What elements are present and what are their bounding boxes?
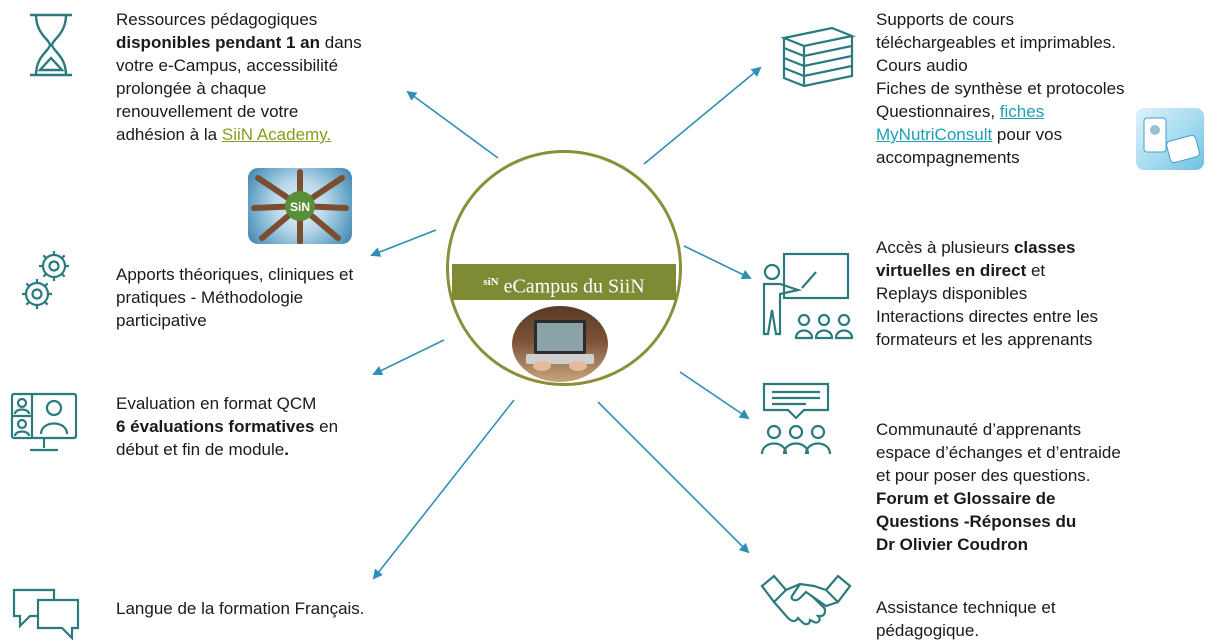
ecampus-banner-text: eCampus du SiiN [503, 275, 645, 298]
supports-line-5-pre: Questionnaires, [876, 102, 1000, 121]
supports-line-1: Supports de cours [876, 10, 1014, 29]
communaute-line-4: Forum et Glossaire de [876, 487, 1121, 510]
resources-line-6: adhésion à la SiiN Academy. [116, 123, 362, 146]
evaluation-line-3-dot: . [284, 440, 289, 459]
communaute-line-4-bold: Forum et Glossaire de [876, 489, 1056, 508]
assistance-text: Assistance technique et pédagogique. [876, 596, 1056, 642]
classes-text: Accès à plusieurs classes virtuelles en … [876, 236, 1098, 351]
books-icon [780, 26, 856, 88]
langue-line-1: Langue de la formation Français. [116, 599, 365, 618]
communaute-line-6-bold: Dr Olivier Coudron [876, 535, 1029, 554]
communaute-line-5: Questions -Réponses du [876, 510, 1121, 533]
resources-line-5: renouvellement de votre [116, 102, 299, 121]
mynutriconsult-thumbnail [1136, 108, 1204, 170]
communaute-line-6: Dr Olivier Coudron [876, 533, 1121, 556]
resources-line-6-pre: adhésion à la [116, 125, 222, 144]
classes-line-2-bold: virtuelles en direct [876, 261, 1027, 280]
app-illustration [1143, 117, 1200, 164]
resources-line-2-bold: disponibles pendant 1 an [116, 33, 321, 52]
chat-bubbles-icon [12, 588, 80, 640]
assistance-line-1: Assistance technique et [876, 598, 1056, 617]
classes-line-4: Interactions directes entre les [876, 307, 1099, 326]
classes-line-2: virtuelles en direct et [876, 259, 1098, 282]
teacher-class-icon [762, 252, 854, 340]
arrow-classes [683, 245, 752, 280]
arrow-communaute [679, 371, 750, 420]
evaluation-line-3: début et fin de module. [116, 438, 338, 461]
arrow-supports [643, 66, 762, 165]
evaluation-line-3-text: début et fin de module [116, 440, 285, 459]
supports-line-5: Questionnaires, fiches [876, 100, 1125, 123]
evaluation-text: Evaluation en format QCM 6 évaluations f… [116, 392, 338, 461]
supports-line-4: Fiches de synthèse et protocoles [876, 79, 1125, 98]
arrow-assistance [597, 401, 750, 554]
evaluation-line-2-rest: en [314, 417, 339, 436]
supports-line-3: Cours audio [876, 56, 968, 75]
hourglass-icon [30, 13, 72, 77]
community-icon [760, 382, 832, 455]
arrow-evaluation [372, 339, 445, 376]
langue-text: Langue de la formation Français. [116, 597, 365, 620]
supports-line-6-rest: pour vos [992, 125, 1063, 144]
assistance-line-2: pédagogique. [876, 621, 980, 640]
ecampus-banner-logo: siN [483, 276, 499, 288]
hands-circle-illustration: SiN [251, 169, 349, 244]
supports-line-7: accompagnements [876, 148, 1020, 167]
mynutriconsult-link[interactable]: MyNutriConsult [876, 125, 993, 144]
arrow-langue [372, 399, 515, 580]
fiches-link[interactable]: fiches [999, 102, 1045, 121]
arrow-apports [370, 229, 437, 257]
communaute-line-5-bold: Questions -Réponses du [876, 512, 1077, 531]
classes-line-5: formateurs et les apprenants [876, 330, 1093, 349]
resources-text: Ressources pédagogiques disponibles pend… [116, 8, 362, 146]
communaute-line-2: espace d’échanges et d’entraide [876, 443, 1121, 462]
resources-line-3: votre e-Campus, accessibilité [116, 56, 339, 75]
siin-academy-link[interactable]: SiiN Academy. [221, 125, 332, 144]
handshake-icon [760, 574, 852, 626]
siin-academy-logo-text: SiN [290, 200, 310, 214]
evaluation-line-1: Evaluation en format QCM [116, 394, 317, 413]
supports-line-2: téléchargeables et imprimables. [876, 33, 1117, 52]
video-call-icon [10, 392, 78, 452]
laptop-photo [512, 306, 608, 382]
evaluation-line-2-bold: 6 évaluations formatives [116, 417, 315, 436]
communaute-text: Communauté d’apprenants espace d’échange… [876, 418, 1121, 556]
resources-line-4: prolongée à chaque [116, 79, 267, 98]
apports-line-1: Apports théoriques, cliniques et [116, 265, 354, 284]
resources-line-1: Ressources pédagogiques [116, 10, 318, 29]
classes-line-2-rest: et [1026, 261, 1046, 280]
classes-line-3: Replays disponibles [876, 284, 1028, 303]
resources-line-2: disponibles pendant 1 an dans [116, 31, 362, 54]
gears-icon [22, 251, 69, 309]
apports-line-3: participative [116, 311, 207, 330]
arrow-resources [406, 90, 499, 159]
supports-line-6: MyNutriConsult pour vos [876, 123, 1125, 146]
apports-text: Apports théoriques, cliniques et pratiqu… [116, 263, 353, 332]
communaute-line-3: et pour poser des questions. [876, 466, 1091, 485]
communaute-line-1: Communauté d’apprenants [876, 420, 1082, 439]
classes-line-1-pre: Accès à plusieurs [876, 238, 1014, 257]
ecampus-banner: siN eCampus du SiiN [452, 264, 676, 300]
apports-line-2: pratiques - Méthodologie [116, 288, 304, 307]
siin-academy-logo: SiN [248, 168, 352, 244]
classes-line-1-bold: classes [1013, 238, 1076, 257]
supports-text: Supports de cours téléchargeables et imp… [876, 8, 1125, 169]
evaluation-line-2: 6 évaluations formatives en [116, 415, 338, 438]
classes-line-1: Accès à plusieurs classes [876, 236, 1098, 259]
resources-line-2-rest: dans [320, 33, 362, 52]
laptop-illustration [526, 320, 594, 371]
